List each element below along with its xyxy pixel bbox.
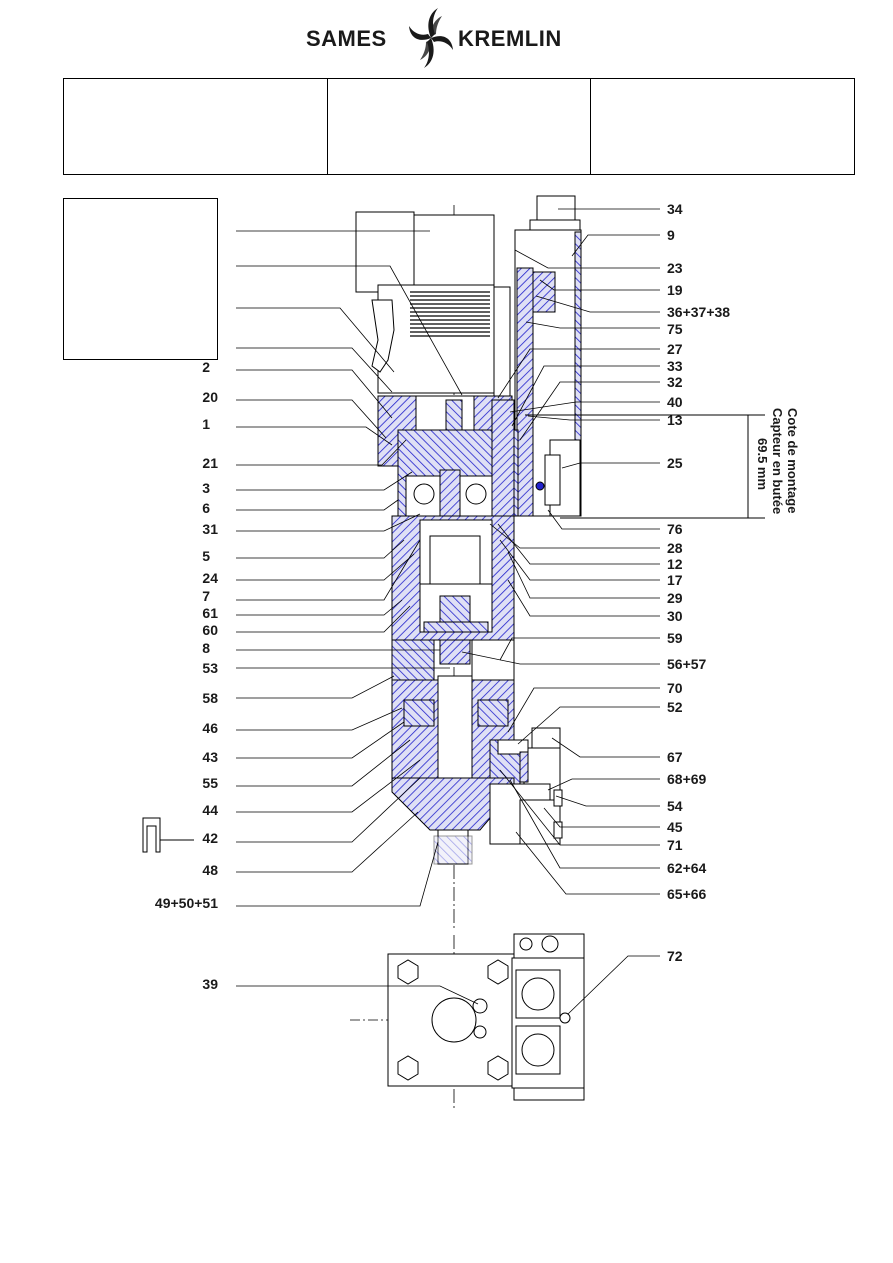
label-right: 59 (667, 630, 683, 646)
label-left: 31 (202, 521, 218, 537)
label-left: 21 (202, 455, 218, 471)
label-left: 1 (202, 416, 210, 432)
label-left: 24 (202, 570, 218, 586)
label-left: 43 (202, 749, 218, 765)
label-left: 60 (202, 622, 218, 638)
side-box (63, 198, 218, 360)
label-left: 8 (202, 640, 210, 656)
label-right: 40 (667, 394, 683, 410)
dimension-line1: Cote de montage (785, 408, 800, 513)
label-right: 75 (667, 321, 683, 337)
label-left: 5 (202, 548, 210, 564)
header-cell-1 (64, 79, 328, 174)
label-right: 54 (667, 798, 683, 814)
label-left: 6 (202, 500, 210, 516)
label-right: 23 (667, 260, 683, 276)
label-right: 32 (667, 374, 683, 390)
label-right: 76 (667, 521, 683, 537)
label-left: 7 (202, 588, 210, 604)
label-right: 65+66 (667, 886, 707, 902)
label-right: 28 (667, 540, 683, 556)
logo-right-word: KREMLIN (458, 26, 562, 51)
label-right: 67 (667, 749, 683, 765)
logo-left-word: SAMES (306, 26, 387, 51)
label-right: 33 (667, 358, 683, 374)
label-left: 55 (202, 775, 218, 791)
dimension-annotation: Cote de montage Capteur en butée 69.5 mm (755, 408, 800, 514)
label-right: 62+64 (667, 860, 707, 876)
dimension-line2: Capteur en butée (770, 408, 785, 514)
swirl-icon (409, 8, 453, 68)
label-right: 56+57 (667, 656, 707, 672)
label-right: 68+69 (667, 771, 707, 787)
label-right: 30 (667, 608, 683, 624)
label-right: 13 (667, 412, 683, 428)
label-right: 72 (667, 948, 683, 964)
label-right: 71 (667, 837, 683, 853)
label-right: 25 (667, 455, 683, 471)
label-left: 49+50+51 (154, 895, 218, 911)
sames-kremlin-logo: SAMES KREMLIN (300, 6, 590, 70)
label-right: 12 (667, 556, 683, 572)
label-right: 36+37+38 (667, 304, 731, 320)
label-left: 42 (202, 830, 218, 846)
label-left: 2 (202, 359, 210, 375)
dimension-line3: 69.5 mm (755, 438, 770, 490)
label-left: 44 (202, 802, 218, 818)
label-right: 17 (667, 572, 683, 588)
label-left: 61 (202, 605, 218, 621)
label-left: 46 (202, 720, 218, 736)
label-right: 9 (667, 227, 675, 243)
label-left: 58 (202, 690, 218, 706)
label-right: 70 (667, 680, 683, 696)
label-right: 27 (667, 341, 683, 357)
label-right: 34 (667, 201, 683, 217)
label-left: 20 (202, 389, 218, 405)
label-right: 52 (667, 699, 683, 715)
header-table (63, 78, 855, 175)
label-left: 39 (202, 976, 218, 992)
label-right: 19 (667, 282, 683, 298)
label-left: 48 (202, 862, 218, 878)
label-right: 45 (667, 819, 683, 835)
label-left: 3 (202, 480, 210, 496)
label-left: 53 (202, 660, 218, 676)
label-right: 29 (667, 590, 683, 606)
header-cell-2 (328, 79, 592, 174)
